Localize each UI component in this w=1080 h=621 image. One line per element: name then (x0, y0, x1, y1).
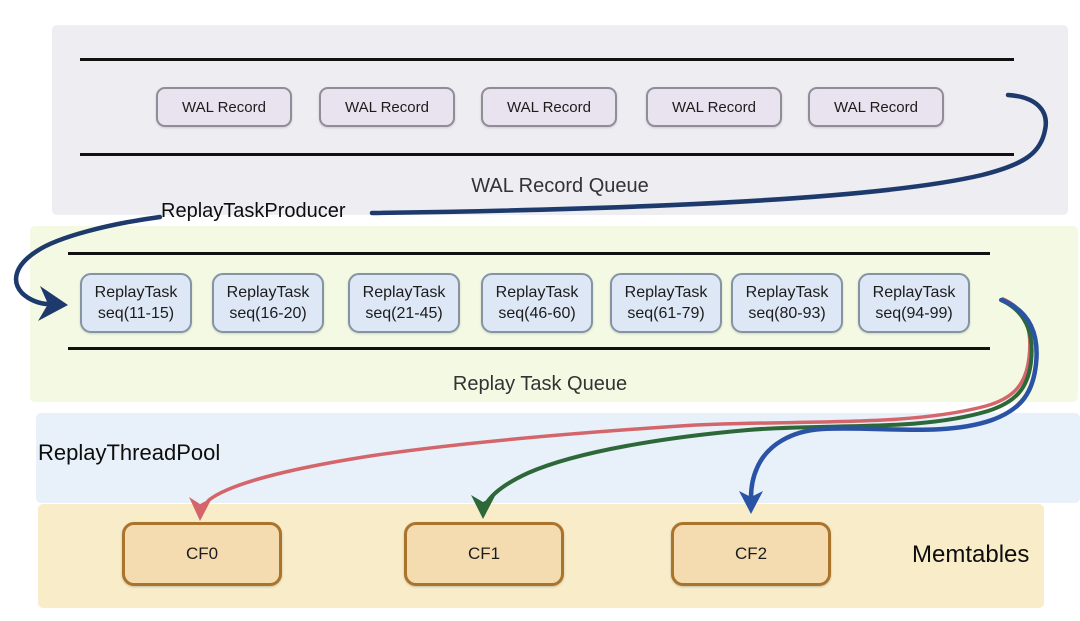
replay-task-seq: seq(16-20) (229, 305, 307, 322)
replay-task-seq: seq(61-79) (627, 305, 705, 322)
wal-record-label: WAL Record (345, 98, 429, 116)
replay-queue-top-rail (68, 252, 990, 255)
replay-task-box: ReplayTask seq(46-60) (481, 273, 593, 333)
memtable-cf2-box: CF2 (671, 522, 831, 586)
cf1-label: CF1 (467, 544, 501, 563)
cf0-label: CF0 (185, 544, 219, 563)
replay-thread-pool-label: ReplayThreadPool (38, 440, 221, 465)
replay-task-title: ReplayTask (495, 284, 579, 301)
replay-task-seq: seq(21-45) (365, 305, 443, 322)
wal-record-label: WAL Record (834, 98, 918, 116)
replay-task-title: ReplayTask (745, 284, 829, 301)
replay-task-title: ReplayTask (624, 284, 708, 301)
memtable-cf1-box: CF1 (404, 522, 564, 586)
wal-record-box: WAL Record (808, 87, 944, 127)
memtable-cf0-box: CF0 (122, 522, 282, 586)
wal-record-box: WAL Record (319, 87, 455, 127)
wal-record-box: WAL Record (156, 87, 292, 127)
wal-queue-top-rail (80, 58, 1014, 61)
replay-task-box: ReplayTask seq(94-99) (858, 273, 970, 333)
wal-queue-bottom-rail (80, 153, 1014, 156)
cf2-label: CF2 (734, 544, 768, 563)
replay-queue-bottom-rail (68, 347, 990, 350)
wal-record-label: WAL Record (182, 98, 266, 116)
replay-task-seq: seq(46-60) (498, 305, 576, 322)
replay-task-seq: seq(80-93) (748, 305, 826, 322)
memtables-label: Memtables (912, 541, 1030, 568)
replay-task-title: ReplayTask (872, 284, 956, 301)
replay-task-title: ReplayTask (226, 284, 310, 301)
replay-task-box: ReplayTask seq(16-20) (212, 273, 324, 333)
replay-task-box: ReplayTask seq(80-93) (731, 273, 843, 333)
replay-task-title: ReplayTask (362, 284, 446, 301)
replay-task-box: ReplayTask seq(61-79) (610, 273, 722, 333)
replay-task-seq: seq(11-15) (97, 305, 175, 322)
replay-task-producer-label: ReplayTaskProducer (161, 200, 346, 222)
wal-record-queue-label: WAL Record Queue (471, 175, 649, 197)
replay-task-seq: seq(94-99) (875, 305, 953, 322)
wal-record-box: WAL Record (481, 87, 617, 127)
replay-task-box: ReplayTask seq(21-45) (348, 273, 460, 333)
wal-record-box: WAL Record (646, 87, 782, 127)
wal-record-label: WAL Record (507, 98, 591, 116)
replay-task-queue-label: Replay Task Queue (452, 373, 628, 395)
replay-task-title: ReplayTask (94, 284, 178, 301)
wal-record-label: WAL Record (672, 98, 756, 116)
replay-task-box: ReplayTask seq(11-15) (80, 273, 192, 333)
